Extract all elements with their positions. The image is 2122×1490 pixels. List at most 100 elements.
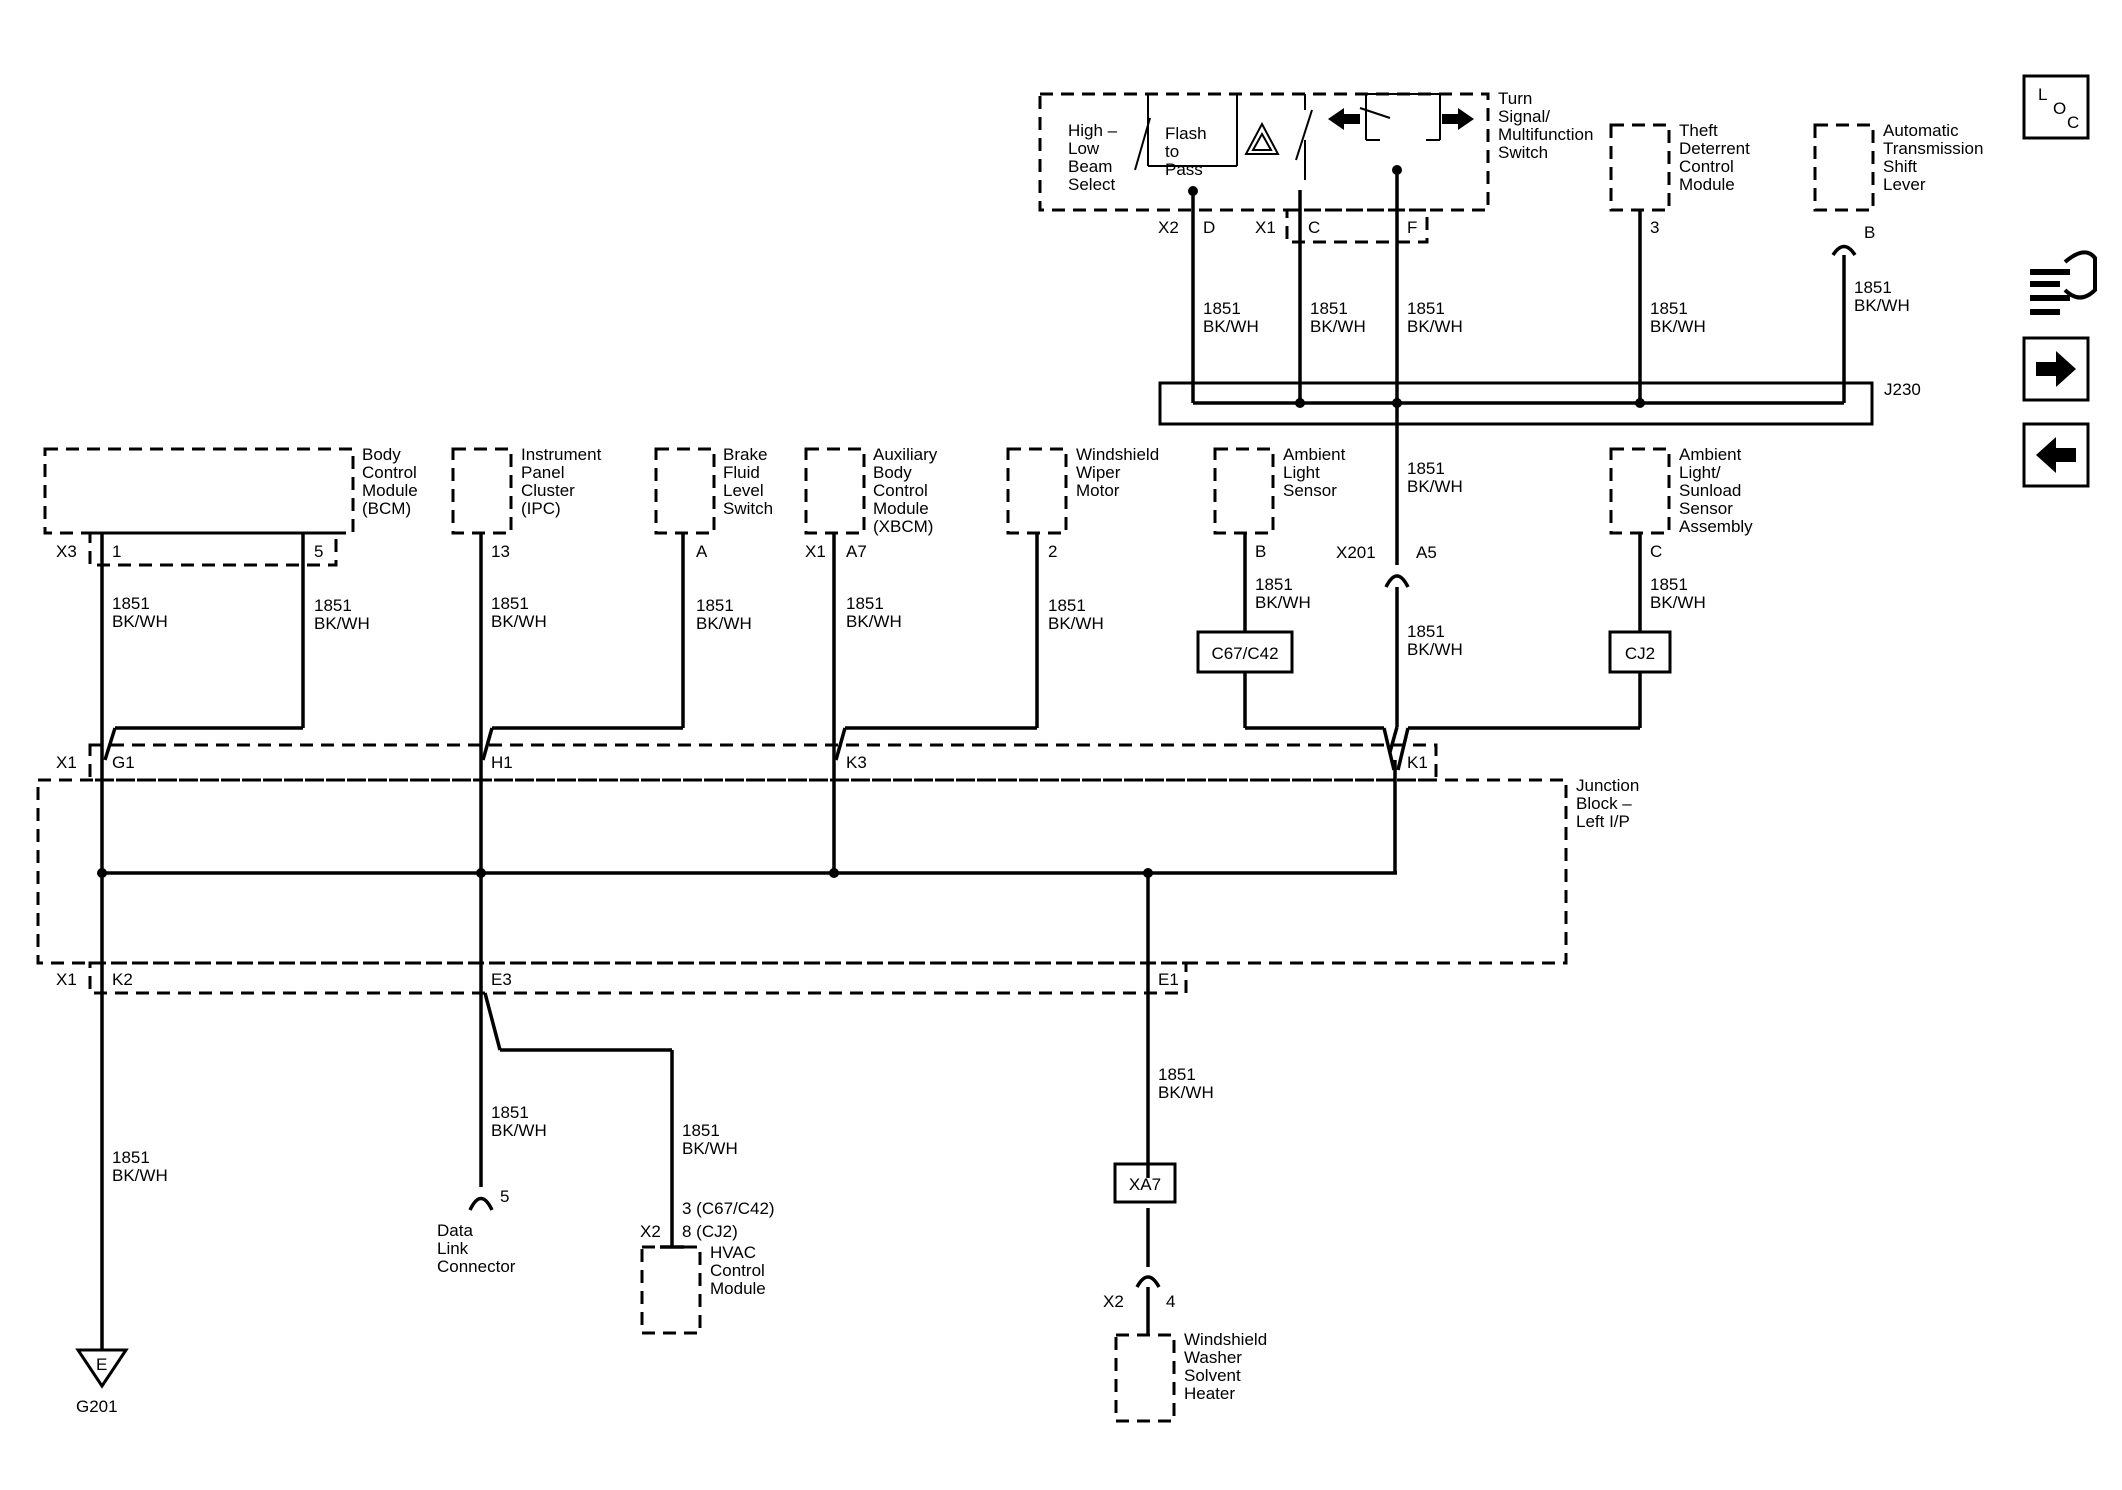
cj2-box bbox=[1608, 630, 1672, 674]
bcm-x3-label: X3 bbox=[56, 542, 77, 561]
washer-x2-label: X2 bbox=[1103, 1292, 1124, 1311]
bcm-connector-outline bbox=[88, 531, 338, 567]
junction-block-label: Junction Block – Left I/P bbox=[1576, 776, 1644, 831]
brake-switch-label: Brake Fluid Level Switch bbox=[723, 445, 773, 518]
loc-letter-o: O bbox=[2053, 99, 2066, 118]
pin-jb-k1: K1 bbox=[1407, 753, 1428, 772]
pin-x201-a5: A5 bbox=[1416, 543, 1437, 562]
pin-wiper-2: 2 bbox=[1048, 542, 1057, 561]
ground-letter: E bbox=[96, 1355, 107, 1374]
pin-turn-f: F bbox=[1407, 218, 1417, 237]
turn-switch-label: Turn Signal/ Multifunction Switch bbox=[1498, 89, 1598, 162]
next-page-button[interactable] bbox=[2022, 336, 2090, 402]
arrow-right-icon bbox=[2036, 351, 2076, 387]
j230-label: J230 bbox=[1884, 380, 1921, 399]
c67-c42-label: C67/C42 bbox=[1211, 644, 1278, 663]
jb-x1-top-outline bbox=[88, 743, 1438, 782]
jb-x1-bottom-outline bbox=[88, 961, 1188, 995]
dlc-label: Data Link Connector bbox=[437, 1221, 516, 1276]
turn-signal-switch-box bbox=[1038, 92, 1490, 212]
pin-jb-h1: H1 bbox=[491, 753, 513, 772]
pin-brake-a: A bbox=[696, 542, 708, 561]
flash-to-pass-label: Flash to Pass bbox=[1165, 124, 1211, 179]
loc-button[interactable] bbox=[2022, 74, 2090, 140]
pin-washer-4: 4 bbox=[1166, 1292, 1175, 1311]
cj2-label: CJ2 bbox=[1625, 644, 1655, 663]
turn-left-arrow-icon bbox=[1328, 108, 1360, 130]
pin-bcm-5: 5 bbox=[314, 542, 323, 561]
pin-turn-d: D bbox=[1203, 218, 1215, 237]
turn-x1-connector-outline bbox=[1285, 208, 1429, 244]
pin-jb-k2: K2 bbox=[112, 970, 133, 989]
shift-lever-connector-icon bbox=[1831, 244, 1857, 257]
ambient-sensor-label: Ambient Light Sensor bbox=[1283, 445, 1350, 500]
prev-page-button[interactable] bbox=[2022, 422, 2090, 488]
loc-letter-c: C bbox=[2067, 113, 2079, 132]
washer-heater-box bbox=[1114, 1333, 1176, 1423]
turn-right-arrow-icon bbox=[1442, 108, 1474, 130]
pin-jb-g1: G1 bbox=[112, 753, 135, 772]
splice-dots bbox=[97, 165, 1645, 878]
turn-switch-internals bbox=[1134, 93, 1441, 180]
junction-block-box bbox=[36, 778, 1568, 965]
xbcm-x1-label: X1 bbox=[805, 542, 826, 561]
bcm-box bbox=[43, 447, 355, 535]
g201-label: G201 bbox=[76, 1397, 118, 1416]
pin-hvac-8: 8 (CJ2) bbox=[682, 1222, 738, 1241]
hazard-triangle-inner-icon bbox=[1251, 131, 1273, 151]
jb-x1-bottom-label: X1 bbox=[56, 970, 77, 989]
pin-ipc-13: 13 bbox=[491, 542, 510, 561]
brake-switch-box bbox=[654, 447, 716, 535]
tools-icon[interactable] bbox=[2030, 250, 2097, 315]
xbcm-label: Auxiliary Body Control Module (XBCM) bbox=[873, 445, 942, 536]
wires bbox=[100, 170, 1846, 1350]
hazard-triangle-icon bbox=[1244, 121, 1280, 155]
bcm-label: Body Control Module (BCM) bbox=[362, 445, 423, 518]
pin-shift-b: B bbox=[1864, 223, 1875, 242]
wiper-motor-label: Windshield Wiper Motor bbox=[1076, 445, 1164, 500]
theft-module-box bbox=[1609, 123, 1671, 212]
hvac-module-box bbox=[640, 1245, 702, 1335]
loc-letter-l: L bbox=[2038, 85, 2047, 104]
pin-ambient-b: B bbox=[1255, 542, 1266, 561]
xa7-box bbox=[1113, 1162, 1177, 1204]
pin-theft-3: 3 bbox=[1650, 218, 1659, 237]
ipc-label: Instrument Panel Cluster (IPC) bbox=[521, 445, 606, 518]
xa7-label: XA7 bbox=[1129, 1175, 1161, 1194]
pin-bcm-1: 1 bbox=[112, 542, 121, 561]
turn-x1-label: X1 bbox=[1255, 218, 1276, 237]
high-low-beam-label: High – Low Beam Select bbox=[1068, 121, 1122, 194]
dlc-connector-icon bbox=[468, 1196, 494, 1211]
pin-dlc-5: 5 bbox=[500, 1187, 509, 1206]
x201-connector-icon bbox=[1384, 574, 1410, 588]
pin-jb-e3: E3 bbox=[491, 970, 512, 989]
j230-splice-bar bbox=[1158, 381, 1874, 426]
washer-connector-icon bbox=[1135, 1275, 1161, 1288]
pin-jb-k3: K3 bbox=[846, 753, 867, 772]
sunload-sensor-label: Ambient Light/ Sunload Sensor Assembly bbox=[1679, 445, 1753, 536]
pin-hvac-3: 3 (C67/C42) bbox=[682, 1199, 775, 1218]
hvac-x2-label: X2 bbox=[640, 1222, 661, 1241]
c67-c42-box bbox=[1196, 630, 1294, 674]
sunload-sensor-box bbox=[1609, 447, 1671, 535]
shift-lever-label: Automatic Transmission Shift Lever bbox=[1883, 121, 1988, 194]
theft-module-label: Theft Deterrent Control Module bbox=[1679, 121, 1755, 194]
ipc-box bbox=[451, 447, 513, 535]
